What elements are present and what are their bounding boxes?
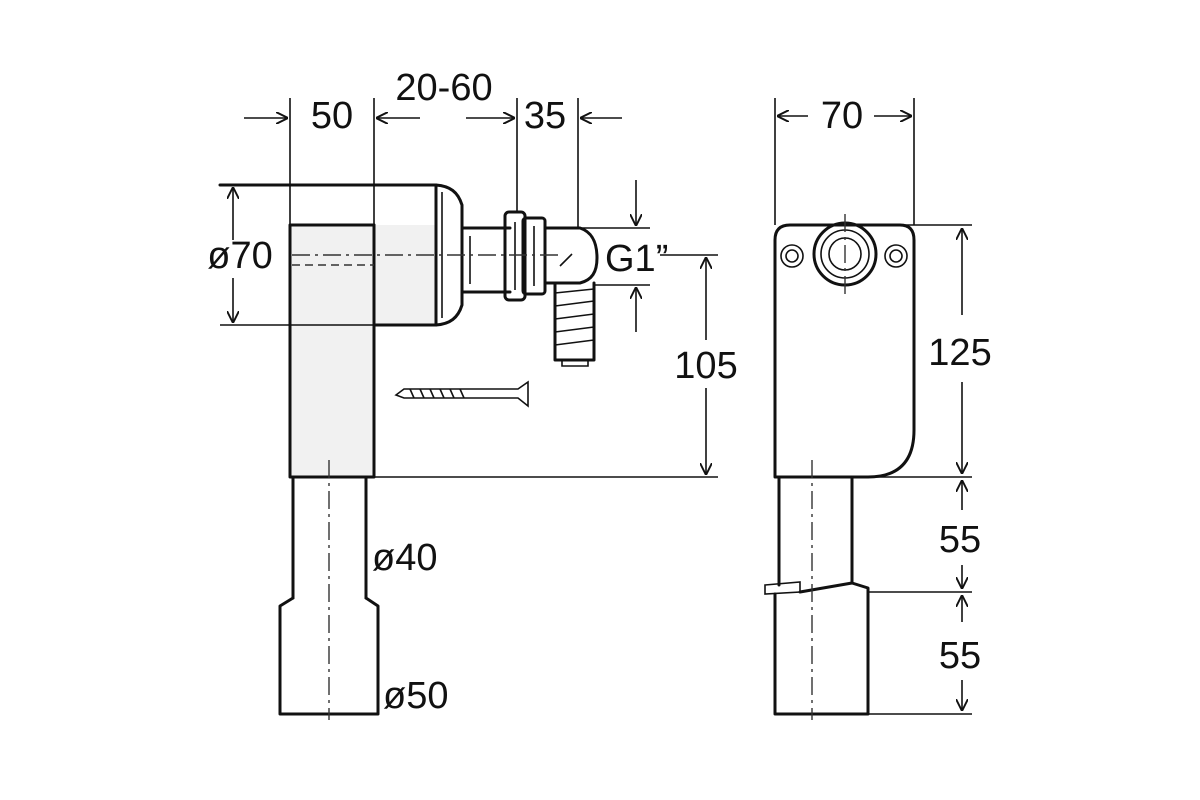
dim-label-55-socket: 55	[939, 635, 981, 677]
side-view: 70 125 55 55	[764, 95, 992, 720]
extension-lines	[220, 98, 718, 478]
front-dimension-arrows	[233, 118, 706, 475]
side-extension-lines	[774, 98, 972, 715]
side-clip	[764, 581, 801, 595]
union-nut	[503, 210, 547, 302]
side-body	[773, 223, 916, 479]
mounting-screw	[394, 380, 529, 408]
dim-label-20-60: 20-60	[395, 67, 492, 109]
dim-label-105: 105	[674, 345, 737, 387]
inlet-pipe	[460, 226, 512, 294]
side-dimension-arrows	[777, 116, 962, 711]
dim-label-125: 125	[928, 332, 991, 374]
dim-label-diameter-50: ø50	[383, 675, 448, 717]
screw-holes	[780, 244, 908, 268]
side-socket	[773, 581, 870, 716]
trap-housing	[218, 183, 464, 327]
dim-label-thread-g1: G1”	[605, 238, 668, 280]
dim-label-70: 70	[821, 95, 863, 137]
dim-label-50: 50	[311, 95, 353, 137]
side-connection	[812, 214, 878, 294]
dim-label-diameter-40: ø40	[372, 537, 437, 579]
trap-body	[288, 223, 376, 479]
hose-elbow	[543, 226, 599, 367]
dim-label-diameter-70: ø70	[207, 235, 272, 277]
dim-label-35: 35	[524, 95, 566, 137]
side-outlet-pipe	[777, 475, 854, 587]
dim-label-55-pipe: 55	[939, 519, 981, 561]
front-view: 50 20-60 35 ø70 G1” 105 ø40 ø50	[207, 67, 738, 720]
